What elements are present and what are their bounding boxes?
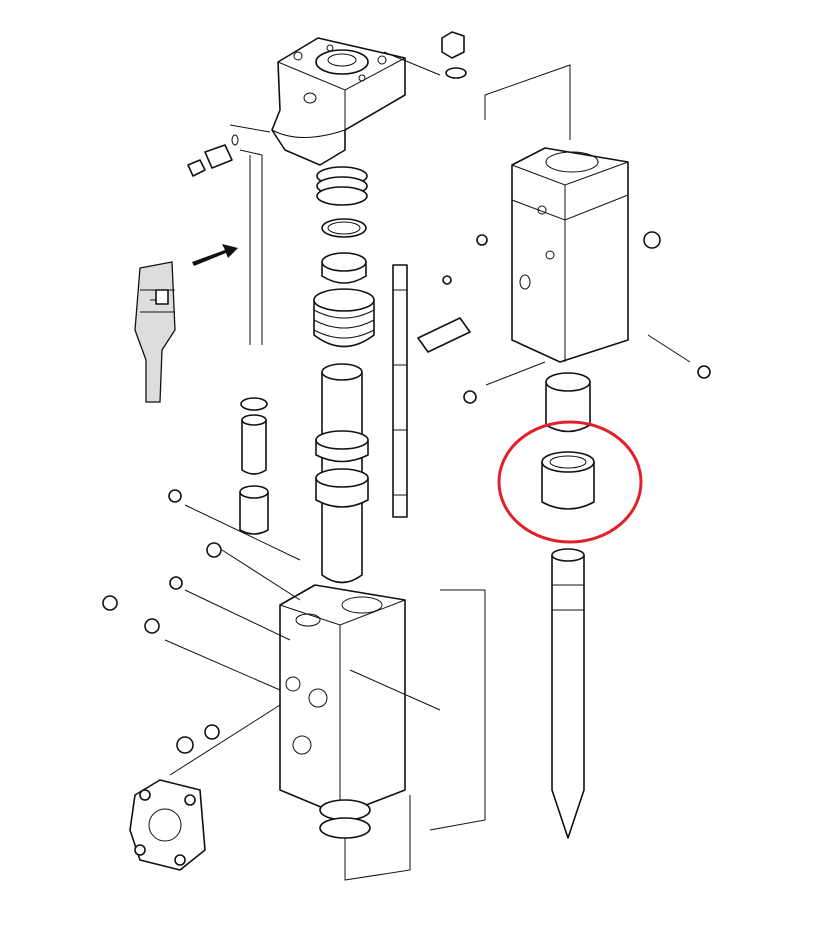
section-detail xyxy=(134,261,176,403)
nut-and-washer xyxy=(441,31,467,79)
arrow-icon xyxy=(192,244,238,266)
valve xyxy=(241,414,267,475)
plugs-left xyxy=(102,489,222,754)
chisel xyxy=(551,548,585,839)
valve-sleeve xyxy=(239,485,269,535)
front-head xyxy=(511,147,629,363)
seal-retainer xyxy=(321,252,367,284)
spring-seal xyxy=(316,166,368,206)
cylinder-seal-sleeve xyxy=(313,288,375,348)
front-head-pins xyxy=(417,231,711,404)
plug-bolt-left xyxy=(187,134,239,177)
highlight-circle xyxy=(497,420,643,544)
accumulator-cover xyxy=(129,779,206,871)
cylinder xyxy=(279,584,406,816)
seal-ring xyxy=(321,218,367,238)
leader-lines-cylinder xyxy=(164,504,486,881)
piston xyxy=(315,363,369,584)
back-head xyxy=(271,37,406,166)
o-ring xyxy=(240,397,268,411)
bottom-seal xyxy=(319,799,371,839)
leader-lines-top xyxy=(229,51,571,345)
bushing-highlighted xyxy=(541,451,595,510)
through-bolt xyxy=(392,264,408,518)
